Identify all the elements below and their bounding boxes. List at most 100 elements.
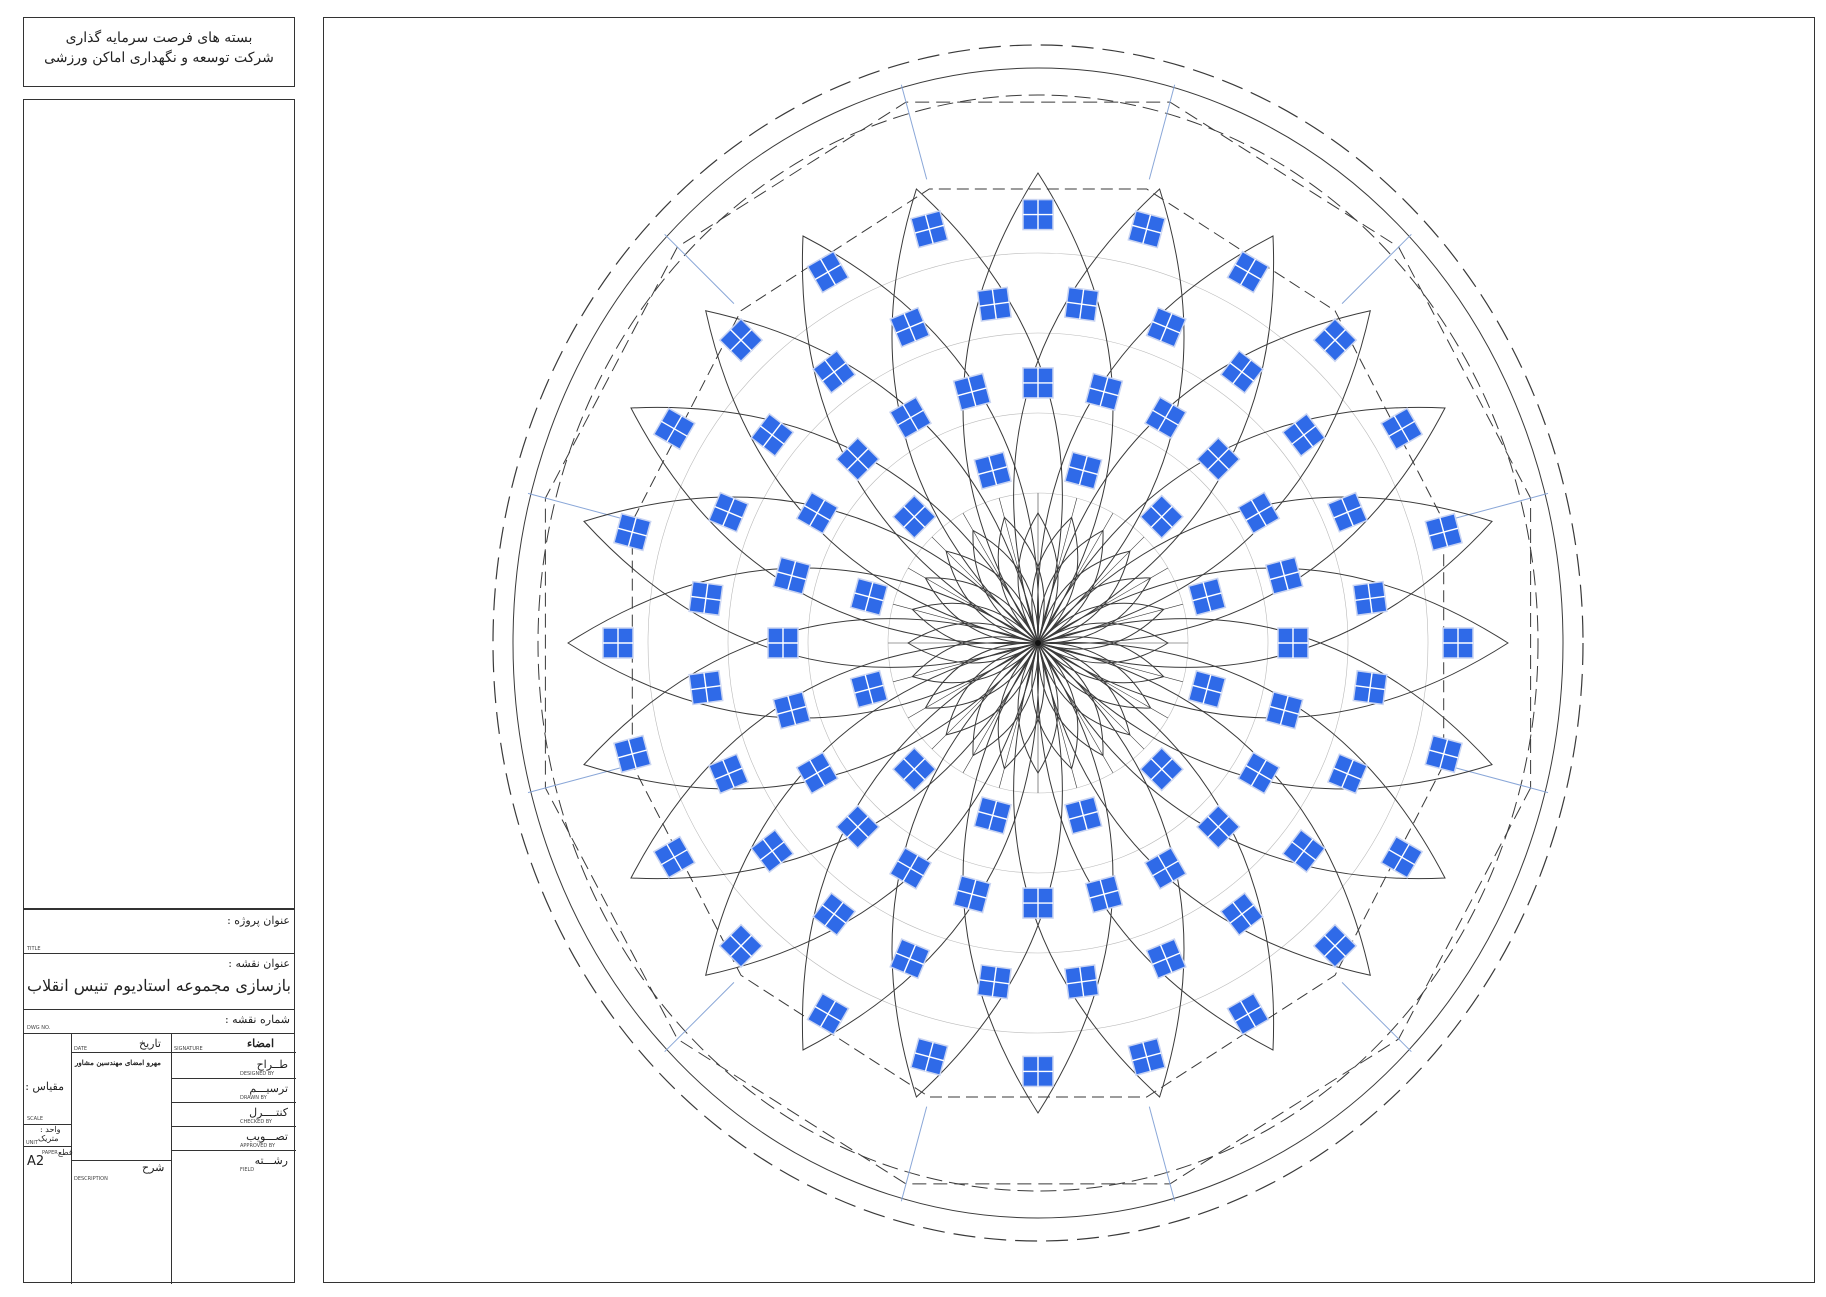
- grid-line: [24, 1146, 71, 1147]
- skylight-transom: [897, 860, 924, 877]
- skylight-window: [772, 556, 811, 595]
- skylight-transom: [814, 1005, 842, 1023]
- skylight-window: [976, 964, 1012, 1000]
- signature-small: SIGNATURE: [174, 1046, 203, 1052]
- paper-label: قطع: [58, 1148, 73, 1157]
- client-header: بسته های فرصت سرمایه گذاری شرکت توسعه و …: [23, 17, 295, 87]
- petal-outline: [1037, 406, 1446, 645]
- skylight-transom: [1202, 582, 1212, 612]
- skylight-transom: [722, 759, 735, 788]
- petal-outline: [962, 642, 1114, 1114]
- rosette-ray: [1037, 642, 1114, 774]
- skylight-window: [688, 669, 724, 706]
- skylight-window: [1352, 580, 1388, 617]
- skylight-transom: [703, 672, 709, 703]
- skylight-transom: [1066, 301, 1097, 307]
- skylight-transom: [979, 979, 1010, 985]
- skylight-window: [1219, 349, 1264, 394]
- petal-outline: [1037, 567, 1509, 719]
- skylight-window: [1380, 407, 1424, 451]
- petal-outline: [583, 618, 1039, 790]
- skylight-transom: [824, 359, 844, 385]
- skylight-window: [1127, 209, 1166, 249]
- date-small: DATE: [74, 1046, 88, 1052]
- unit-small: UNIT: [26, 1140, 38, 1146]
- skylight-transom: [991, 289, 997, 320]
- skylight-transom: [690, 595, 721, 602]
- skylight-transom: [957, 889, 987, 899]
- rosette-ray: [893, 642, 1039, 683]
- skylight-transom: [759, 425, 785, 445]
- skylight-window: [806, 992, 850, 1036]
- rosette-ray: [998, 642, 1039, 788]
- skylight-transom: [1078, 800, 1088, 831]
- skylight-window: [1312, 317, 1358, 363]
- skylight-window: [688, 580, 724, 617]
- radial-guide-line: [664, 982, 735, 1053]
- skylight-transom: [809, 759, 826, 787]
- drawing-title-label: عنوان نقشه :: [228, 957, 290, 970]
- skylight-window: [1277, 627, 1309, 659]
- skylight-window: [1127, 1037, 1166, 1077]
- skylight-transom: [1207, 815, 1230, 839]
- title-block: عنوان پروژه : TITLE عنوان نقشه : بازسازی…: [23, 909, 296, 1284]
- skylight-transom: [1355, 684, 1386, 691]
- skylight-transom: [714, 505, 743, 519]
- petal-outline: [1037, 642, 1371, 976]
- skylight-window: [1265, 691, 1304, 730]
- skylight-transom: [777, 571, 807, 581]
- skylight-transom: [729, 328, 753, 352]
- skylight-transom: [819, 258, 837, 286]
- skylight-window: [1145, 938, 1187, 980]
- skylight-window: [1143, 846, 1188, 890]
- skylight-window: [1196, 436, 1241, 482]
- petal-ring: [647, 252, 1429, 1034]
- rosette-ray: [893, 603, 1039, 644]
- paper-size: A2: [27, 1154, 45, 1169]
- skylight-window: [952, 874, 992, 914]
- skylight-window: [1237, 751, 1281, 795]
- skylight-transom: [660, 420, 688, 437]
- skylight-transom: [803, 504, 831, 522]
- unit-value: متریک: [38, 1134, 59, 1143]
- skylight-window: [1380, 835, 1424, 879]
- skylight-transom: [1099, 879, 1109, 909]
- skylight-transom: [1333, 767, 1362, 781]
- skylight-window: [1084, 874, 1124, 914]
- grid-line: [171, 1126, 296, 1127]
- project-title-row: عنوان پروژه : TITLE: [24, 910, 294, 954]
- skylight-transom: [903, 758, 926, 781]
- petal-outline: [630, 406, 1039, 645]
- rosette-ray: [1037, 536, 1145, 644]
- rosette-ray: [931, 642, 1039, 750]
- drawn-label: ترسیـــم: [249, 1082, 288, 1095]
- skylight-window: [849, 669, 889, 709]
- skylight-window: [1326, 753, 1369, 795]
- skylight-transom: [1323, 328, 1347, 352]
- skylight-window: [718, 923, 764, 969]
- petal-outline: [1036, 642, 1275, 1051]
- radial-guide-line: [1148, 1106, 1176, 1202]
- center-rosette-group: [888, 493, 1188, 793]
- skylight-transom: [1150, 758, 1173, 781]
- radial-guide-line: [1148, 84, 1176, 180]
- rosette-ray: [1037, 642, 1078, 788]
- skylight-transom: [1079, 966, 1085, 997]
- rosette-ray: [1037, 512, 1114, 644]
- radial-guide-line: [900, 84, 928, 180]
- inner-dashed-ellipse: [537, 94, 1539, 1192]
- skylight-window: [812, 349, 857, 394]
- radial-guide-line: [900, 1106, 928, 1202]
- radial-guide-line: [1453, 766, 1549, 794]
- skylight-window: [910, 1037, 949, 1077]
- petal-outline: [801, 642, 1040, 1051]
- skylight-window: [812, 892, 857, 937]
- skylight-window: [1352, 669, 1388, 706]
- rosette-ray: [1037, 603, 1183, 644]
- signature-label: امضاء: [246, 1037, 274, 1050]
- petal-outline: [1013, 642, 1185, 1098]
- skylight-transom: [978, 810, 1008, 820]
- radial-guide-line: [527, 766, 623, 794]
- skylight-window: [1424, 512, 1463, 552]
